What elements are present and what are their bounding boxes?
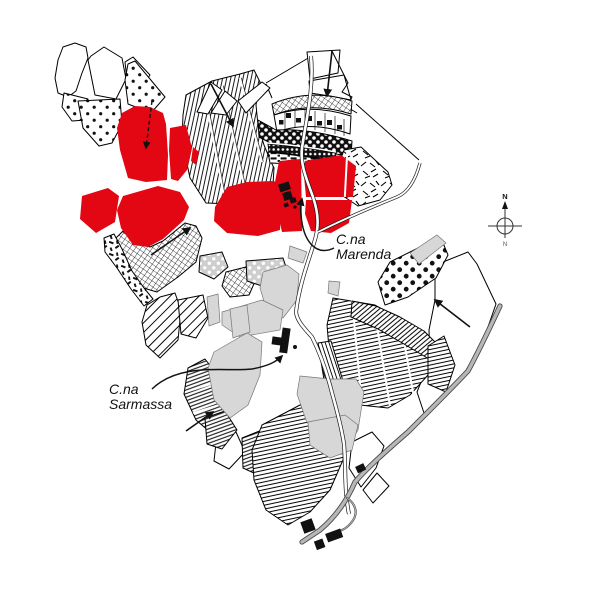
svg-text:N: N [503,242,507,248]
svg-text:Marenda: Marenda [336,246,391,262]
svg-text:C.na: C.na [336,231,366,247]
svg-text:N: N [502,192,507,201]
svg-text:Sarmassa: Sarmassa [109,396,172,412]
svg-text:C.na: C.na [109,381,139,397]
